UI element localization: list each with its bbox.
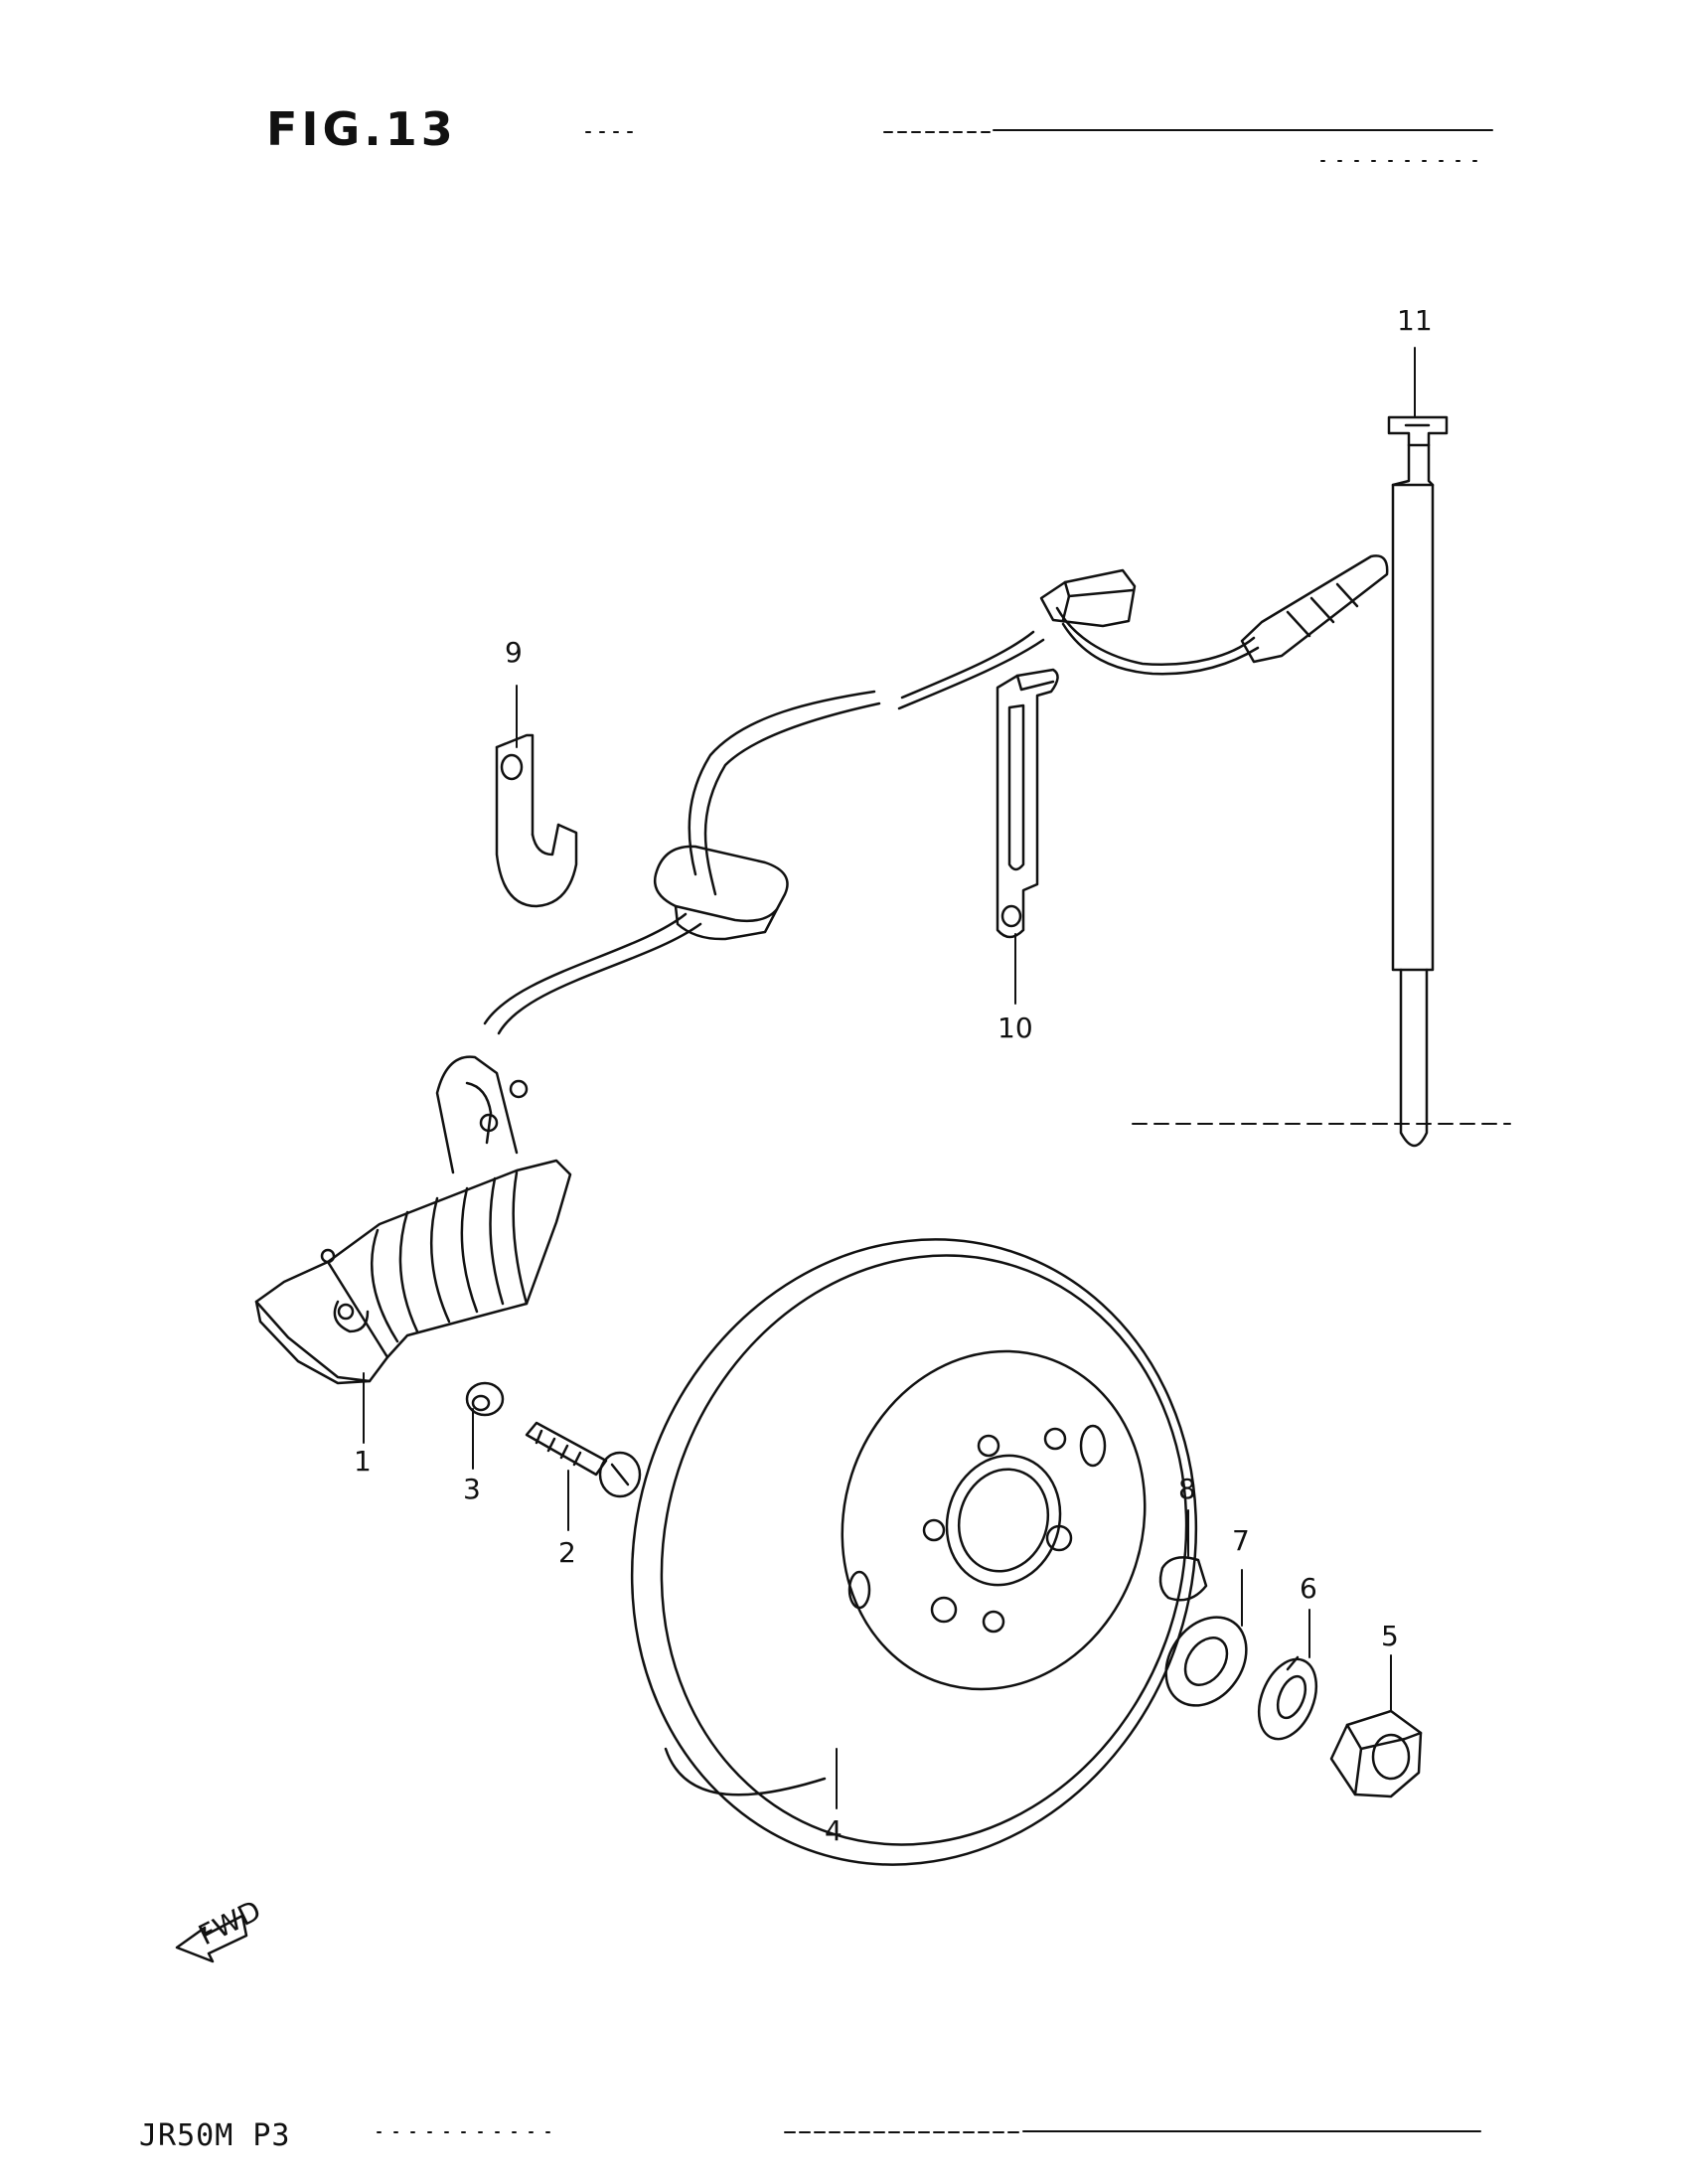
part-10-clamp-strap	[996, 668, 1059, 939]
leader-lines	[363, 347, 1416, 1809]
figure-title: FIG.13	[266, 102, 457, 156]
callout-1: 1	[354, 1445, 372, 1478]
callout-2: 2	[558, 1536, 576, 1569]
callout-9: 9	[505, 636, 523, 669]
footer-rule	[377, 2130, 1481, 2133]
callout-8: 8	[1178, 1473, 1196, 1505]
part-6-lock-washer	[1257, 1655, 1318, 1741]
callout-6: 6	[1300, 1572, 1317, 1605]
callout-4: 4	[825, 1814, 843, 1847]
part-11-wire-band	[1387, 415, 1449, 1148]
callout-3: 3	[463, 1473, 481, 1505]
header-rule	[585, 129, 1493, 162]
callout-7: 7	[1232, 1524, 1250, 1557]
callout-5: 5	[1381, 1620, 1399, 1652]
part-2-screw	[525, 1421, 642, 1498]
part-9-clamp	[495, 733, 578, 908]
grommet	[653, 845, 789, 941]
part-4-flywheel-rotor	[630, 1238, 1198, 1866]
fwd-arrow	[175, 1914, 248, 1963]
part-5-nut	[1329, 1709, 1423, 1798]
part-1-ignition-coil	[254, 1055, 572, 1385]
terminal-sleeve	[1240, 554, 1389, 664]
part-8-key	[1158, 1556, 1208, 1602]
wire-harness	[483, 606, 1260, 1035]
part-7-washer	[1164, 1616, 1248, 1707]
part-3-washer	[465, 1381, 505, 1417]
callout-labels: 9 10 11 1 3 2 4 8 7 6 5 FWD	[194, 304, 1433, 1951]
callout-10: 10	[998, 1012, 1033, 1044]
model-code: JR50M P3	[139, 2118, 291, 2153]
callout-11: 11	[1397, 304, 1433, 337]
coupler-connector	[1039, 568, 1137, 628]
